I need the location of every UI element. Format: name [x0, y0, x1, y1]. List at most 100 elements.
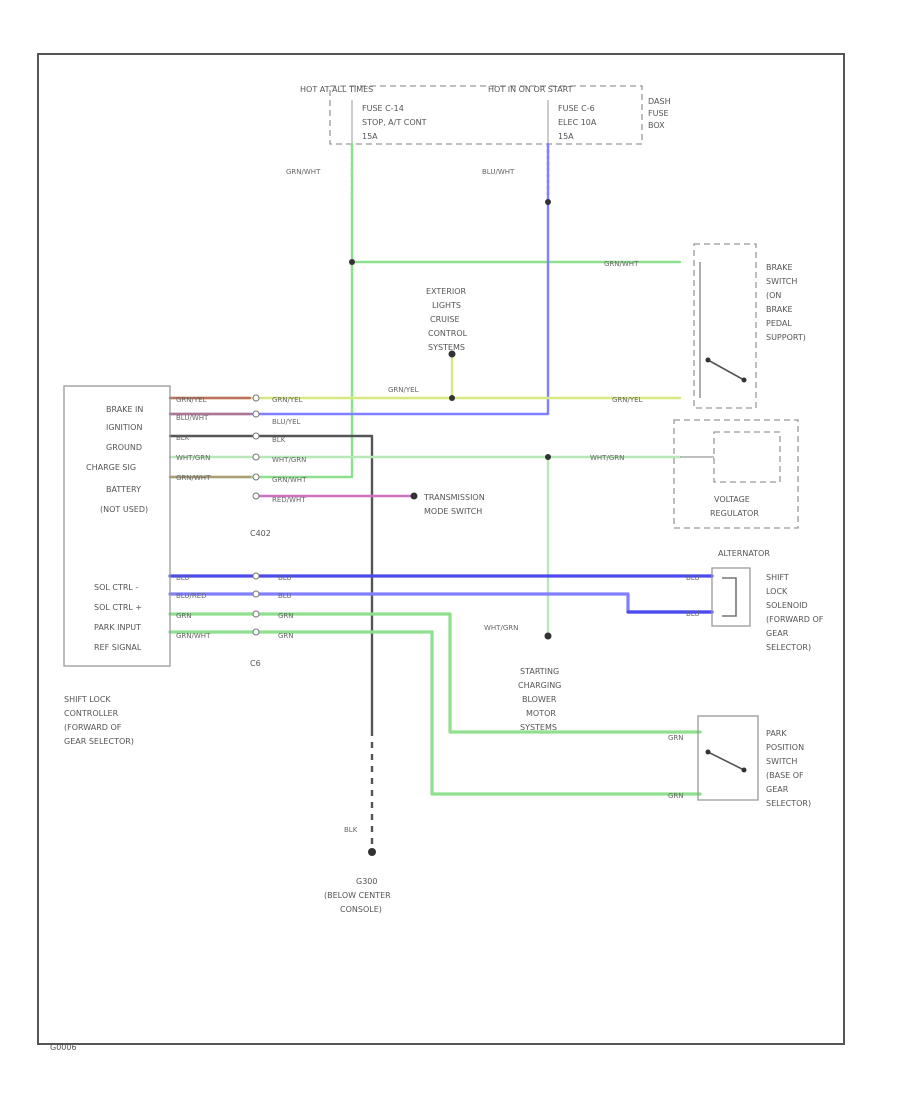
regulator-label-2: REGULATOR	[710, 509, 759, 518]
label-grn-1: GRN	[278, 612, 294, 620]
solenoid-label-3: SOLENOID	[766, 601, 808, 610]
label-stub-wht: WHT/GRN	[176, 454, 210, 462]
junction-grn-yel	[449, 395, 455, 401]
junction-ext-lights	[448, 350, 456, 358]
ext-label-2: LIGHTS	[432, 301, 461, 310]
fuse-right-line1: FUSE C-6	[558, 104, 595, 113]
label-grn-wht-top: GRN/WHT	[286, 168, 321, 176]
conn-pin	[252, 492, 260, 500]
label-wht-grn: WHT/GRN	[272, 456, 306, 464]
park-contact-dot	[705, 749, 711, 755]
wire-grn-park	[168, 612, 702, 734]
conn-pin	[252, 432, 260, 440]
wire-grn-ref	[168, 630, 702, 796]
start-label-3: BLOWER	[522, 695, 557, 704]
brake-switch-contact	[707, 359, 745, 381]
label-blu-wht-top: BLU/WHT	[482, 168, 515, 176]
label-grn-wht-ctrl: GRN/WHT	[272, 476, 307, 484]
pin-charge-sig: CHARGE SIG	[86, 463, 136, 472]
fuse-box: HOT AT ALL TIMES HOT IN ON OR START FUSE…	[300, 85, 671, 145]
brake-label-2: SWITCH	[766, 277, 797, 286]
conn-pin	[252, 628, 260, 636]
label-stub-ign: BLU/WHT	[176, 414, 209, 422]
brake-label-6: SUPPORT)	[766, 333, 806, 342]
controller-outline	[63, 385, 171, 667]
junction-wht-grn	[545, 454, 551, 460]
label-stub-grn: GRN/WHT	[176, 474, 211, 482]
fuse-left-line3: 15A	[362, 132, 378, 141]
brake-label-4: BRAKE	[766, 305, 793, 314]
label-red-wht: RED/WHT	[272, 496, 306, 504]
solenoid-label-5: GEAR	[766, 629, 789, 638]
regulator-outline	[673, 419, 799, 529]
label-stub-brake: GRN/YEL	[176, 396, 207, 404]
label-blu-right-2: BLU	[686, 610, 699, 618]
fuse-box-label1: DASH	[648, 97, 671, 106]
brake-switch-outline	[693, 243, 757, 409]
label-stub-blu-red: BLU/RED	[176, 592, 207, 600]
junction-starting	[544, 632, 552, 640]
ground-block: G300 (BELOW CENTER CONSOLE)	[324, 877, 391, 914]
conn-pin	[252, 572, 260, 580]
label-blu-2: BLU	[278, 592, 291, 600]
trans-label-1: TRANSMISSION	[423, 493, 485, 502]
start-label-1: STARTING	[520, 667, 559, 676]
connector-c6: C6	[250, 659, 261, 668]
pin-park-input: PARK INPUT	[94, 623, 141, 632]
junction-trans	[410, 492, 418, 500]
label-blu-right-1: BLU	[686, 574, 699, 582]
controller-title-4: GEAR SELECTOR)	[64, 737, 134, 746]
controller-title-1: SHIFT LOCK	[64, 695, 111, 704]
start-label-5: SYSTEMS	[520, 723, 557, 732]
regulator-label-1: VOLTAGE	[714, 495, 750, 504]
park-contact-dot	[741, 767, 747, 773]
conn-pin	[252, 453, 260, 461]
starting-systems-block: STARTING CHARGING BLOWER MOTOR SYSTEMS	[518, 667, 561, 732]
pin-sol-ctrl-minus: SOL CTRL -	[94, 583, 138, 592]
solenoid-outline	[711, 567, 751, 627]
exterior-lights-block: EXTERIOR LIGHTS CRUISE CONTROL SYSTEMS	[426, 287, 468, 352]
shift-lock-solenoid: ALTERNATOR SHIFT LOCK SOLENOID (FORWARD …	[711, 549, 824, 652]
ground-label-3: CONSOLE)	[340, 905, 382, 914]
park-label-6: SELECTOR)	[766, 799, 811, 808]
pin-ref-signal: REF SIGNAL	[94, 643, 142, 652]
fuse-left-line2: STOP, A/T CONT	[362, 118, 427, 127]
conn-pin	[252, 410, 260, 418]
brake-label-1: BRAKE	[766, 263, 793, 272]
solenoid-label-2: LOCK	[766, 587, 788, 596]
brake-switch: BRAKE SWITCH (ON BRAKE PEDAL SUPPORT)	[693, 243, 806, 409]
shift-lock-controller: BRAKE IN IGNITION GROUND CHARGE SIG BATT…	[63, 385, 271, 746]
label-grn-park: GRN	[668, 734, 684, 742]
ground-label-1: G300	[356, 877, 377, 886]
park-switch-outline	[697, 715, 759, 801]
label-stub-grn-2: GRN/WHT	[176, 632, 211, 640]
ground-label-2: (BELOW CENTER	[324, 891, 391, 900]
label-blu-yel: BLU/YEL	[272, 418, 301, 426]
brake-contact-dot	[741, 377, 747, 383]
fuse-left-line1: FUSE C-14	[362, 104, 404, 113]
feed-right-label: HOT IN ON OR START	[488, 85, 573, 94]
conn-pin	[252, 610, 260, 618]
junction-blu-wht	[545, 199, 551, 205]
label-wht-grn-right: WHT/GRN	[590, 454, 624, 462]
pin-not-used: (NOT USED)	[100, 505, 148, 514]
pin-brake-in: BRAKE IN	[106, 405, 143, 414]
park-label-4: (BASE OF	[766, 771, 804, 780]
park-switch-contact	[707, 751, 745, 771]
brake-contact-dot	[705, 357, 711, 363]
label-grn-yel-mid: GRN/YEL	[388, 386, 419, 394]
pin-sol-ctrl-plus: SOL CTRL +	[94, 603, 142, 612]
solenoid-label-6: SELECTOR)	[766, 643, 811, 652]
start-label-4: MOTOR	[526, 709, 556, 718]
alternator-label: ALTERNATOR	[718, 549, 770, 558]
label-grn-2: GRN	[278, 632, 294, 640]
start-label-2: CHARGING	[518, 681, 561, 690]
pin-battery: BATTERY	[106, 485, 141, 494]
pin-ignition: IGNITION	[106, 423, 142, 432]
label-stub-blu: BLU	[176, 574, 189, 582]
fuse-box-label3: BOX	[648, 121, 665, 130]
wire-blu-wht	[168, 142, 550, 416]
brake-label-5: PEDAL	[766, 319, 792, 328]
fuse-right-line3: 15A	[558, 132, 574, 141]
solenoid-label-1: SHIFT	[766, 573, 789, 582]
